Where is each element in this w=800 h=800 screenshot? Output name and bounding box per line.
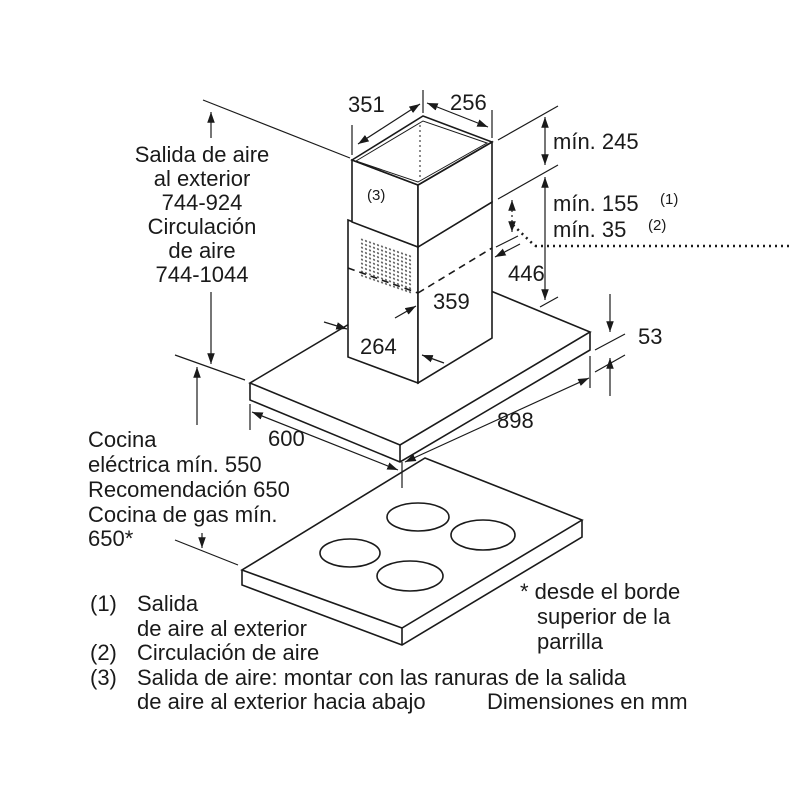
dim-min-245: mín. 245 — [553, 129, 639, 154]
cooktop-label-line: Recomendación 650 — [88, 477, 290, 502]
dimension-lines — [174, 90, 792, 566]
vent-grille — [360, 236, 412, 295]
ref-1: (1) — [660, 191, 679, 208]
height-label-line: 744-924 — [161, 190, 243, 215]
burner — [386, 502, 450, 532]
footnote-number: (2) — [90, 640, 117, 665]
dim-53: 53 — [638, 324, 663, 349]
height-label-line: Salida de aire — [134, 142, 270, 167]
burner — [319, 538, 381, 568]
dim-351: 351 — [348, 92, 385, 117]
height-label-line: de aire — [168, 238, 236, 263]
height-label-line: al exterior — [153, 166, 251, 191]
dim-min-35: mín. 35 — [553, 217, 627, 242]
footnote-text: Salida — [137, 591, 199, 616]
asterisk-note-line: superior de la — [537, 604, 671, 629]
dim-898: 898 — [497, 408, 534, 433]
vent-reference-label: (3) — [367, 187, 386, 204]
dim-600: 600 — [268, 426, 305, 451]
cooktop-label-line: eléctrica mín. 550 — [88, 452, 262, 477]
dim-264: 264 — [360, 334, 397, 359]
dim-446: 446 — [508, 261, 545, 286]
chimney — [347, 115, 494, 385]
footnote-number: (3) — [90, 665, 117, 690]
footnote-number: (1) — [90, 591, 117, 616]
cooktop-label-line: Cocina de gas mín. — [88, 502, 278, 527]
footnote-text: Circulación de aire — [137, 640, 320, 665]
dim-min-155: mín. 155 — [553, 191, 639, 216]
height-label-line: Circulación — [147, 214, 257, 239]
height-label-line: 744-1044 — [155, 262, 249, 287]
footnote-text: Salida de aire: montar con las ranuras d… — [137, 665, 627, 690]
asterisk-note-line: parrilla — [537, 629, 604, 654]
cooktop-label-line: Cocina — [88, 427, 157, 452]
burner — [450, 519, 516, 551]
burner — [376, 560, 444, 592]
cooktop-label-line: 650* — [88, 526, 134, 551]
units-note: Dimensiones en mm — [487, 689, 688, 714]
cooktop — [240, 457, 584, 646]
dim-359: 359 — [433, 289, 470, 314]
footnote-text: de aire al exterior hacia abajo — [137, 689, 426, 714]
footnote-text: de aire al exterior — [137, 616, 307, 641]
ref-2: (2) — [648, 217, 667, 234]
dim-256: 256 — [450, 90, 487, 115]
asterisk-note-line: * desde el borde — [520, 579, 681, 604]
